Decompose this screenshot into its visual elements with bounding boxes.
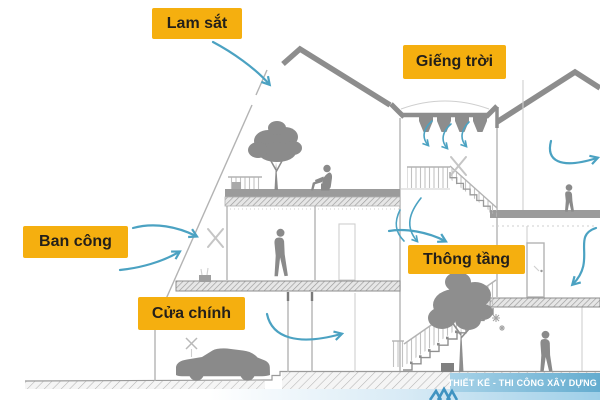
brand-banner: THIẾT KẾ - THI CÔNG XÂY DỰNG [447, 377, 597, 388]
skylight-gieng-troi [389, 100, 499, 132]
skylight-canopy [400, 100, 490, 110]
ceiling-fan-icon [207, 228, 224, 248]
terrace-slab [225, 189, 400, 197]
airflow-arrow-main-door [265, 312, 345, 341]
airflow-curl-stairwell-2 [395, 209, 405, 242]
terrace-bench [228, 176, 262, 189]
interior-door-outline [338, 223, 356, 281]
courtyard-tree [428, 272, 493, 372]
interior-walls [154, 80, 583, 381]
right-upper-slab [490, 210, 600, 218]
upper-staircase [400, 165, 498, 217]
courtyard-planter [441, 314, 505, 372]
balcony-planter [199, 267, 211, 282]
airflow-arrow-balcony-2 [118, 250, 182, 272]
main-door-frame [286, 292, 314, 372]
label-ban-cong: Ban công [23, 226, 128, 258]
standing-person-silhouette [274, 228, 288, 277]
garage-antenna-icon [185, 337, 198, 357]
right-roof [495, 68, 600, 125]
entry-steps [264, 370, 600, 381]
airflow-curl-skylight-2 [441, 123, 452, 150]
airflow-arrow-right-lower [570, 226, 598, 287]
right-lower-slab [489, 297, 600, 308]
airflow-arrow-right-upper [548, 139, 600, 165]
airflow-curl-stairwell-1 [409, 197, 422, 243]
car-silhouette [176, 348, 270, 381]
child-silhouette [565, 184, 574, 212]
airflow-arrow-thong-tang [387, 228, 448, 243]
airflow-arrow-balcony-1 [131, 224, 199, 239]
airflow-curl-skylight-3 [460, 121, 470, 148]
man-silhouette [540, 330, 553, 372]
bedroom-door [526, 242, 545, 298]
label-cua-chinh: Cửa chính [138, 297, 245, 330]
terrace-tree [248, 121, 302, 190]
brand-logo-icon [428, 386, 459, 400]
airflow-arrows [118, 40, 600, 341]
sitting-person-silhouette [311, 164, 333, 191]
airflow-arrow-lam-sat [211, 40, 272, 87]
floor-slabs [175, 189, 600, 308]
label-gieng-troi: Giếng trời [403, 45, 506, 79]
airflow-curl-skylight-1 [422, 120, 433, 147]
label-thong-tang: Thông tầng [408, 245, 525, 274]
brand-banner-bg [450, 373, 600, 392]
label-lam-sat: Lam sắt [152, 8, 242, 39]
bottom-strip [0, 389, 600, 400]
middle-floor-slab [175, 280, 401, 292]
ceiling-fan-icon [450, 156, 467, 176]
